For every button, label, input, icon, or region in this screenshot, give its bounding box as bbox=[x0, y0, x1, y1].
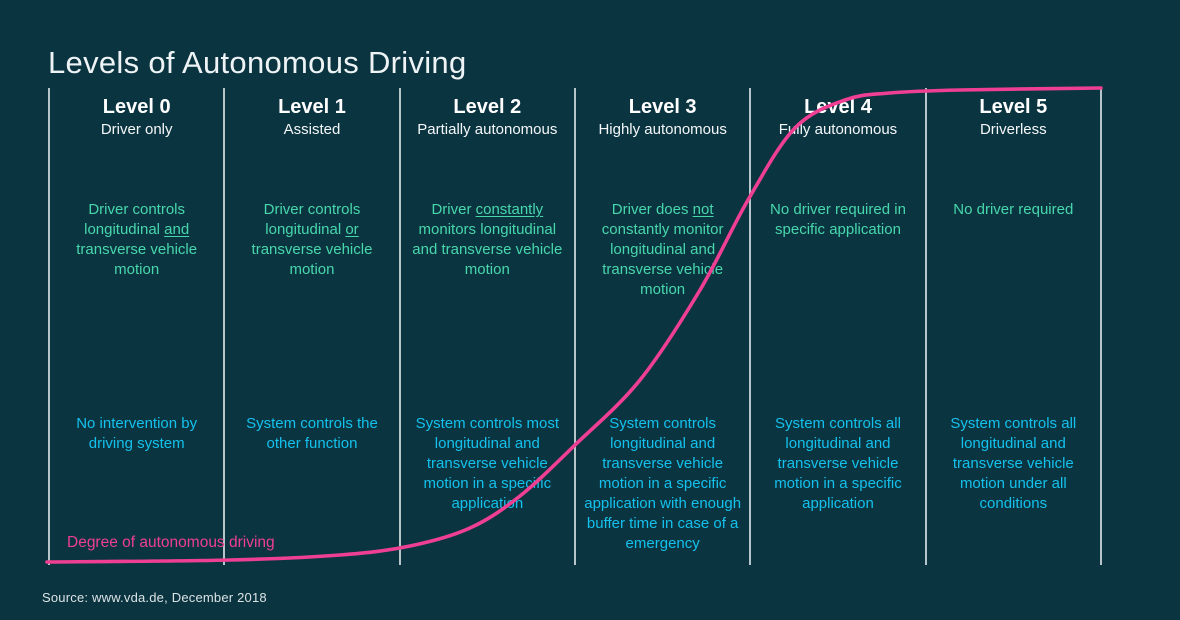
system-role-text: System controls all longitudinal and tra… bbox=[774, 415, 902, 512]
underlined-word: not bbox=[692, 201, 714, 218]
driver-text-segment: Driver does bbox=[611, 201, 693, 218]
driver-text-segment: Driver bbox=[431, 201, 476, 218]
level-title: Level 4 bbox=[804, 96, 872, 118]
driver-text-segment: No driver required bbox=[953, 201, 1074, 218]
system-role-text: System controls the other function bbox=[246, 415, 378, 452]
system-role-text: System controls most longitudinal and tr… bbox=[415, 415, 559, 512]
driver-role-text: Driver does not constantly monitor longi… bbox=[581, 200, 744, 300]
driver-role-text: Driver controls longitudinal and transve… bbox=[55, 200, 218, 280]
underlined-word: and bbox=[164, 221, 190, 238]
driver-role-text: No driver required in specific applicati… bbox=[756, 200, 919, 240]
underlined-word: constantly bbox=[475, 201, 544, 218]
level-title: Level 5 bbox=[979, 96, 1048, 118]
driver-role-text: Driver constantly monitors longitudinal … bbox=[406, 200, 569, 280]
level-subtitle: Driver only bbox=[100, 121, 173, 138]
source-caption: Source: www.vda.de, December 2018 bbox=[42, 590, 267, 605]
system-role-text: No intervention by driving system bbox=[76, 415, 198, 452]
level-subtitle: Highly autonomous bbox=[598, 121, 727, 138]
driver-role-text: No driver required bbox=[932, 200, 1095, 220]
underlined-word: or bbox=[345, 221, 359, 238]
column-level-4: Level 4 Fully autonomous No driver require… bbox=[749, 88, 924, 565]
driver-role-text: Driver controls longitudinal or transver… bbox=[230, 200, 393, 280]
system-role-text: System controls all longitudinal and tra… bbox=[950, 415, 1077, 512]
driver-text-segment: monitors longitudinal and transverse veh… bbox=[412, 221, 563, 278]
level-title: Level 1 bbox=[278, 96, 346, 118]
level-subtitle: Assisted bbox=[283, 121, 341, 138]
driver-text-segment: No driver required in specific applicati… bbox=[770, 201, 906, 238]
driver-text-segment: transverse vehicle motion bbox=[251, 241, 373, 278]
level-title: Level 0 bbox=[102, 96, 171, 118]
driver-text-segment: constantly monitor longitudinal and tran… bbox=[601, 221, 724, 298]
curve-label: Degree of autonomous driving bbox=[67, 534, 275, 551]
level-subtitle: Partially autonomous bbox=[417, 121, 558, 138]
system-role-text: System controls longitudinal and transve… bbox=[584, 415, 742, 552]
driver-text-segment: transverse vehicle motion bbox=[76, 241, 198, 278]
level-subtitle: Fully autonomous bbox=[778, 121, 898, 138]
level-title: Level 2 bbox=[453, 96, 522, 118]
page-title: Levels of Autonomous Driving bbox=[48, 44, 467, 80]
level-title: Level 3 bbox=[628, 96, 697, 118]
level-subtitle: Driverless bbox=[979, 121, 1047, 138]
